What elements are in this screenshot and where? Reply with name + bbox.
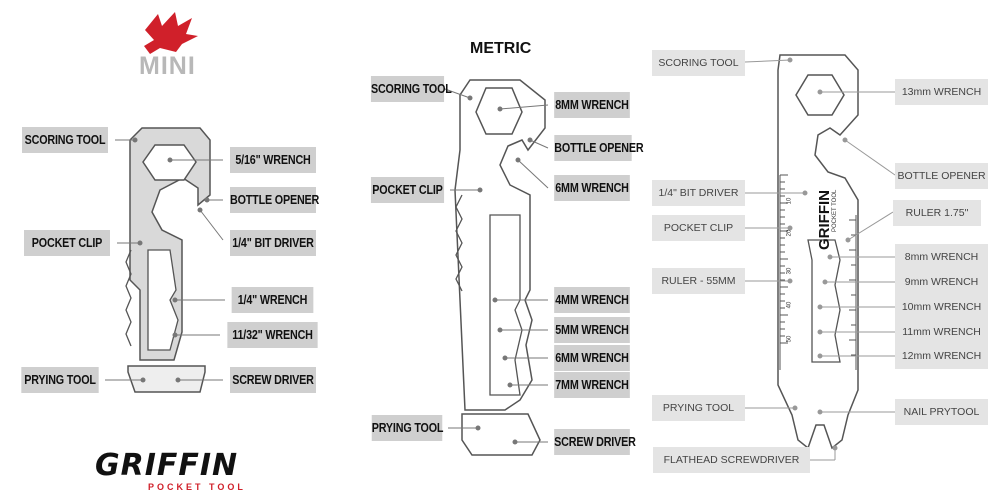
standard-leader-lines: [744, 57, 896, 461]
metric-label-pocket-clip: POCKET CLIP: [370, 177, 445, 203]
mini-leader-lines: [105, 137, 225, 383]
standard-label-nail-prytool: NAIL PRYTOOL: [895, 399, 988, 425]
metric-label-scoring-tool: SCORING TOOL: [370, 76, 452, 102]
mini-label-bottle-opener: BOTTLE OPENER: [230, 187, 319, 213]
standard-engraving: GRIFFIN: [816, 190, 833, 250]
standard-ruler: [779, 174, 857, 370]
metric-label-wrench-4mm: 4MM WRENCH: [554, 287, 630, 313]
ruler-mark-10: 10: [786, 197, 793, 205]
ruler-mark-30: 30: [786, 267, 793, 275]
standard-label-wrench-9mm: 9mm WRENCH: [895, 269, 988, 295]
mini-label-wrench-5-16: 5/16" WRENCH: [230, 147, 316, 173]
metric-tool-outline: [454, 79, 546, 456]
standard-engraving-sub: POCKET TOOL: [832, 189, 838, 232]
standard-label-ruler-175: RULER 1.75": [893, 200, 981, 226]
metric-label-prying-tool: PRYING TOOL: [371, 415, 443, 441]
standard-label-bottle-opener: BOTTLE OPENER: [895, 163, 988, 189]
standard-label-wrench-10mm: 10mm WRENCH: [895, 294, 988, 320]
mini-label-screw-driver: SCREW DRIVER: [230, 367, 316, 393]
mini-label-prying-tool: PRYING TOOL: [21, 367, 99, 393]
metric-label-wrench-8mm: 8MM WRENCH: [554, 92, 630, 118]
standard-label-pocket-clip: POCKET CLIP: [652, 215, 745, 241]
mini-label-bit-driver: 1/4" BIT DRIVER: [230, 230, 316, 256]
standard-label-wrench-13mm: 13mm WRENCH: [895, 79, 988, 105]
dragon-logo: [144, 12, 198, 54]
mini-tool-outline: [125, 127, 211, 393]
ruler-mark-20: 20: [786, 229, 793, 237]
griffin-brand-tagline: POCKET TOOL: [148, 482, 246, 492]
ruler-mark-40: 40: [786, 301, 793, 309]
standard-label-bit-driver: 1/4" BIT DRIVER: [652, 180, 745, 206]
standard-label-scoring-tool: SCORING TOOL: [652, 50, 745, 76]
standard-label-prying-tool: PRYING TOOL: [652, 395, 745, 421]
metric-label-wrench-7mm: 7MM WRENCH: [554, 372, 630, 398]
metric-label-wrench-6mm-top: 6MM WRENCH: [554, 175, 630, 201]
griffin-brand-logo: GRIFFIN: [95, 448, 239, 483]
mini-label-scoring-tool: SCORING TOOL: [22, 127, 108, 153]
metric-label-screw-driver: SCREW DRIVER: [554, 429, 636, 455]
metric-leader-lines: [444, 88, 549, 445]
standard-tool-outline: [777, 54, 859, 450]
standard-label-wrench-12mm: 12mm WRENCH: [895, 343, 988, 369]
metric-label-bottle-opener: BOTTLE OPENER: [554, 135, 644, 161]
metric-title: METRIC: [470, 40, 532, 57]
standard-label-wrench-8mm: 8mm WRENCH: [895, 244, 988, 270]
metric-label-wrench-6mm: 6MM WRENCH: [554, 345, 630, 371]
standard-label-wrench-11mm: 11mm WRENCH: [895, 319, 988, 345]
metric-label-wrench-5mm: 5MM WRENCH: [554, 317, 630, 343]
mini-label-wrench-11-32: 11/32" WRENCH: [227, 322, 318, 348]
mini-label-pocket-clip: POCKET CLIP: [24, 230, 110, 256]
standard-label-flathead: FLATHEAD SCREWDRIVER: [653, 447, 810, 473]
mini-label-wrench-1-4: 1/4" WRENCH: [231, 287, 314, 313]
ruler-mark-50: 50: [786, 335, 793, 343]
mini-title: MINI: [139, 52, 196, 80]
standard-label-ruler-55mm: RULER - 55MM: [652, 268, 745, 294]
